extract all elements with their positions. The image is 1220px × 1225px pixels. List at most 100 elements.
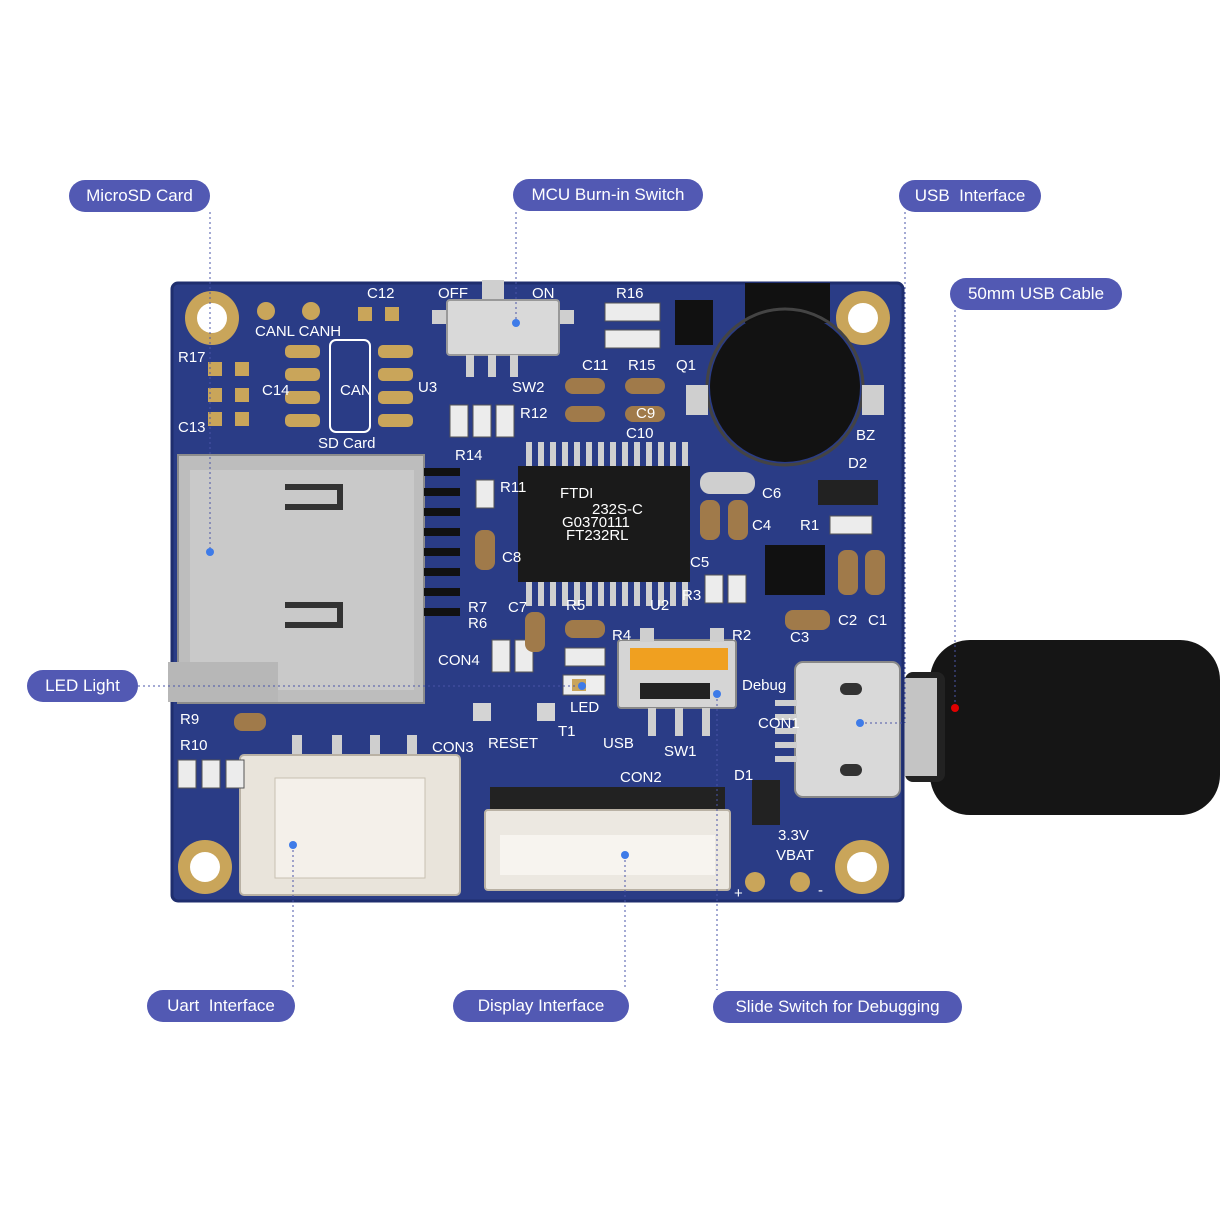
- dot-uart: [289, 841, 297, 849]
- silk-c1: C1: [868, 612, 887, 629]
- silk-c5: C5: [690, 554, 709, 571]
- chip-pin: [670, 442, 676, 468]
- silk-c2: C2: [838, 612, 857, 629]
- callout-display-interface: Display Interface: [453, 990, 629, 1022]
- buzzer: [686, 283, 884, 467]
- silk-c14: C14: [262, 382, 290, 399]
- silk-con4: CON4: [438, 652, 480, 669]
- silk-r3: R3: [682, 587, 701, 604]
- dot-display: [621, 851, 629, 859]
- silk-c9: C9: [636, 405, 655, 422]
- silk-usb: USB: [603, 735, 634, 752]
- silk-r1: R1: [800, 517, 819, 534]
- silk-r4: R4: [612, 627, 631, 644]
- silk-r17: R17: [178, 349, 206, 366]
- dot-usb-cable: [951, 704, 959, 712]
- chip-pin: [550, 442, 556, 468]
- debug-slide-switch: [617, 639, 737, 736]
- chip-marking-line2: G0370111: [562, 514, 630, 531]
- silk-vbat: VBAT: [776, 847, 814, 864]
- silk-r16: R16: [616, 285, 644, 302]
- chip-pin: [574, 442, 580, 468]
- silk-r5: R5: [566, 597, 585, 614]
- chip-pin: [562, 442, 568, 468]
- dot-usb-interface: [856, 719, 864, 727]
- silk-c8: C8: [502, 549, 521, 566]
- callout-microsd-card: MicroSD Card: [69, 180, 210, 212]
- silk-r12: R12: [520, 405, 548, 422]
- silk-r7: R7: [468, 599, 487, 616]
- silk-led: LED: [570, 699, 599, 716]
- callout-led-light: LED Light: [27, 670, 138, 702]
- chip-pin: [634, 442, 640, 468]
- chip-pin: [610, 442, 616, 468]
- leader-lines: [138, 212, 956, 990]
- silk-d2: D2: [848, 455, 867, 472]
- mcu-burn-in-switch: [432, 280, 574, 377]
- silk-c7: C7: [508, 599, 527, 616]
- silk-c13: C13: [178, 419, 206, 436]
- silk-t1: T1: [558, 723, 576, 740]
- silk-sd-card: SD Card: [318, 435, 376, 452]
- silk-v33: 3.3V: [778, 827, 809, 844]
- callout-usb-interface: USB Interface: [899, 180, 1041, 212]
- silk-c4: C4: [752, 517, 771, 534]
- silk-off: OFF: [438, 285, 468, 302]
- chip-pin: [622, 442, 628, 468]
- chip-pin: [562, 580, 568, 606]
- silk-debug: Debug: [742, 677, 786, 694]
- uart-connector: [239, 735, 461, 896]
- silk-r9: R9: [180, 711, 199, 728]
- marker-dots: [206, 319, 959, 859]
- callout-uart-interface: Uart Interface: [147, 990, 295, 1022]
- callout-mcu-burn-in-switch: MCU Burn-in Switch: [513, 179, 703, 211]
- silk-minus: -: [818, 882, 823, 899]
- silk-con3: CON3: [432, 739, 474, 756]
- chip-pin: [646, 580, 652, 606]
- chip-marking-line1: 232S-C: [592, 501, 643, 518]
- micro-usb-connector: [775, 661, 901, 798]
- chip-pin: [682, 442, 688, 468]
- silk-bz: BZ: [856, 427, 875, 444]
- chip-pin: [586, 442, 592, 468]
- chip-brand: FTDI: [560, 485, 593, 502]
- chip-pin: [538, 580, 544, 606]
- microsd-card-slot: [168, 454, 460, 704]
- dot-debug-switch: [713, 690, 721, 698]
- pcb-board: FTDI 232S-C G0370111 FT232RL: [168, 280, 905, 903]
- mounting-hole: [178, 840, 232, 894]
- chip-pin: [598, 442, 604, 468]
- callout-slide-switch-for-debugging: Slide Switch for Debugging: [713, 991, 962, 1023]
- chip-pin: [646, 442, 652, 468]
- silk-sw2: SW2: [512, 379, 545, 396]
- silk-reset: RESET: [488, 735, 538, 752]
- dot-mcu-switch: [512, 319, 520, 327]
- silk-q1: Q1: [676, 357, 696, 374]
- silk-on: ON: [532, 285, 555, 302]
- mounting-hole: [836, 291, 890, 345]
- silk-r11: R11: [500, 479, 526, 496]
- dot-microsd: [206, 548, 214, 556]
- ftdi-chip: FTDI 232S-C G0370111 FT232RL: [518, 442, 690, 606]
- chip-pin: [658, 580, 664, 606]
- chip-pin: [622, 580, 628, 606]
- silk-u2: U2: [650, 597, 669, 614]
- silk-r10: R10: [180, 737, 208, 754]
- silk-c11: C11: [582, 357, 608, 374]
- silk-u3: U3: [418, 379, 437, 396]
- silk-c6: C6: [762, 485, 781, 502]
- silk-sw1: SW1: [664, 743, 697, 760]
- callout-usb-cable: 50mm USB Cable: [950, 278, 1122, 310]
- chip-pin: [634, 580, 640, 606]
- mounting-hole: [185, 291, 239, 345]
- silk-can-lines: CANL CANH: [255, 323, 341, 340]
- dot-led: [578, 682, 586, 690]
- silk-d1: D1: [734, 767, 753, 784]
- silk-c12: C12: [367, 285, 395, 302]
- chip-pin: [682, 580, 688, 606]
- chip-pin: [526, 580, 532, 606]
- chip-pin: [586, 580, 592, 606]
- chip-pin: [574, 580, 580, 606]
- silk-con1: CON1: [758, 715, 800, 732]
